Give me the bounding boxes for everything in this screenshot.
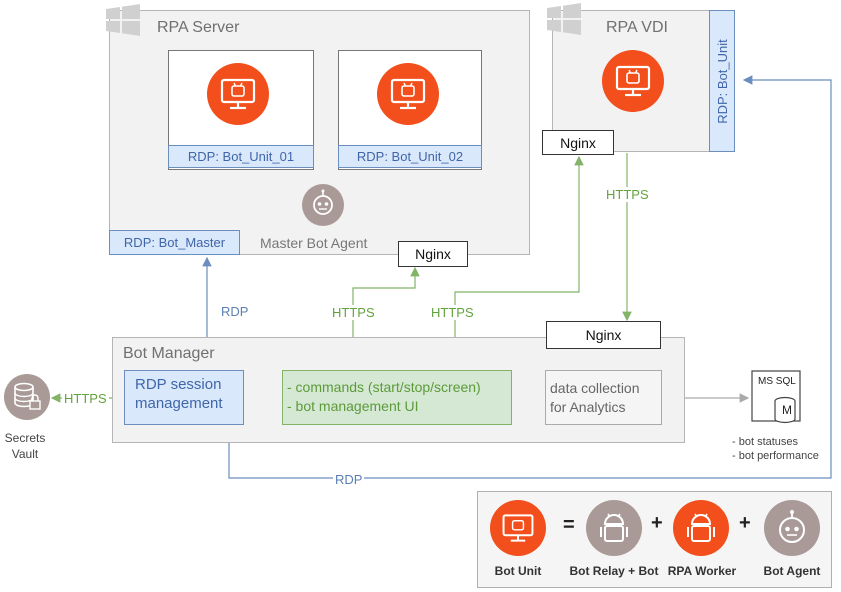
- secrets-vault-label: Secrets Vault: [4, 431, 46, 461]
- analytics-label: data collection for Analytics: [550, 380, 640, 415]
- bot-unit-icon: [377, 63, 439, 125]
- rpa-server-nginx[interactable]: Nginx: [398, 241, 468, 267]
- bot-manager-nginx[interactable]: Nginx: [546, 321, 661, 349]
- analytics-collector: data collection for Analytics: [545, 370, 662, 425]
- legend-equals: =: [563, 514, 575, 536]
- rdp-label-top: RDP: [219, 304, 251, 319]
- bot-unit-icon: [490, 500, 546, 556]
- bot-management-ui[interactable]: - commands (start/stop/screen) - bot man…: [282, 370, 512, 425]
- windows-icon: [106, 4, 140, 36]
- legend-bot-relay: Bot Relay + Bot: [569, 564, 659, 578]
- bot-unit-icon: [207, 63, 269, 125]
- https-to-server-nginx-line: [352, 266, 420, 368]
- windows-icon: [547, 3, 581, 35]
- rdp-bot-unit-vdi[interactable]: RDP: Bot_Unit: [709, 10, 735, 152]
- rpa-vdi-title: RPA VDI: [606, 19, 668, 36]
- rpa-vdi-nginx[interactable]: Nginx: [542, 130, 614, 155]
- legend-plus-2: +: [739, 512, 751, 534]
- legend-bot-unit: Bot Unit: [494, 564, 542, 578]
- rpa-server-title: RPA Server: [157, 19, 240, 36]
- bot-agent-icon: [764, 500, 820, 556]
- bot-agent-icon: [302, 184, 344, 226]
- rdp-label-bottom: RDP: [333, 472, 365, 487]
- secrets-vault-icon: [4, 374, 50, 420]
- rdp-bot-unit-vdi-label: RDP: Bot_Unit: [714, 38, 730, 124]
- https-label-left: HTTPS: [330, 305, 377, 320]
- bot-unit-icon: [602, 50, 664, 112]
- https-label-vault: HTTPS: [62, 391, 109, 406]
- https-label-right: HTTPS: [429, 305, 476, 320]
- master-bot-agent-label: Master Bot Agent: [260, 235, 368, 251]
- https-label-vdi: HTTPS: [604, 187, 651, 202]
- rdp-session-management[interactable]: RDP session management: [124, 370, 244, 425]
- commands-label: - commands (start/stop/screen): [287, 379, 481, 395]
- db-note-statuses: - bot statuses: [732, 436, 799, 448]
- db-note-performance: - bot performance: [732, 450, 819, 462]
- ms-sql-db-icon: [751, 370, 801, 424]
- bot-manager-title: Bot Manager: [123, 345, 215, 362]
- rdp-bot-unit-01[interactable]: RDP: Bot_Unit_01: [168, 145, 314, 168]
- https-to-vdi-nginx-line: [454, 155, 584, 368]
- bot-management-ui-label: - bot management UI: [287, 398, 419, 414]
- ms-sql-label: MS SQL: [758, 376, 796, 387]
- rdp-bot-unit-02[interactable]: RDP: Bot_Unit_02: [338, 145, 482, 168]
- ms-sql-letter: M: [782, 403, 792, 417]
- rdp-bot-master[interactable]: RDP: Bot_Master: [109, 230, 240, 255]
- legend-plus-1: +: [651, 512, 663, 534]
- rdp-to-vdi-line: [228, 75, 832, 479]
- android-icon: [586, 500, 642, 556]
- legend-bot-agent: Bot Agent: [763, 564, 821, 578]
- rdp-session-management-label: RDP session management: [135, 376, 223, 412]
- legend-rpa-worker: RPA Worker: [667, 564, 737, 578]
- android-icon: [673, 500, 729, 556]
